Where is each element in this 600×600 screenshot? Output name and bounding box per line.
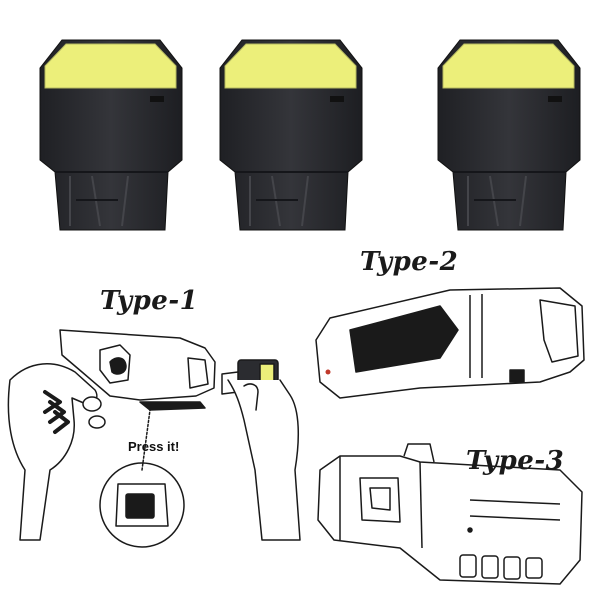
cartridge-1 — [39, 39, 183, 231]
press-callout-label: Press it! — [128, 439, 180, 454]
type3-device-drawing — [317, 443, 583, 585]
cartridge-3 — [437, 39, 581, 231]
cartridge-2 — [219, 39, 363, 231]
type1-label: Type-1 — [100, 286, 199, 316]
type2-label: Type-2 — [360, 247, 459, 277]
type2-device-drawing — [315, 287, 585, 399]
type3-label: Type-3 — [466, 446, 565, 476]
type1-device-drawing — [7, 329, 301, 548]
